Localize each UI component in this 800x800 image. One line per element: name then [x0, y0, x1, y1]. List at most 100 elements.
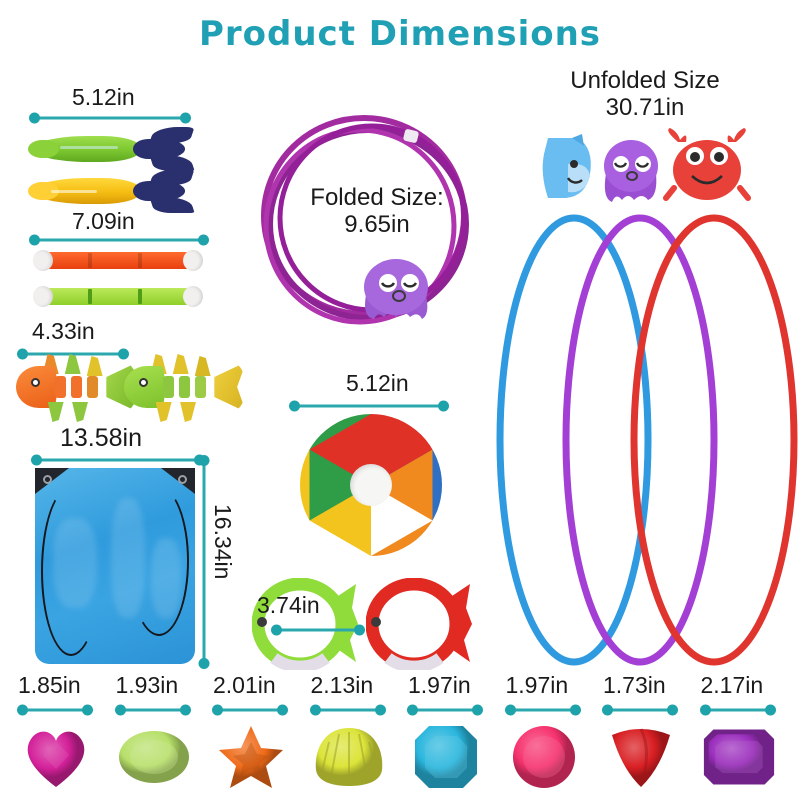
gem-dimension-label: 1.93in — [115, 672, 179, 698]
fish-dorsal-fin — [172, 354, 189, 374]
stick-end-right — [183, 286, 203, 307]
red-triangle-gem — [604, 722, 678, 792]
bag-height-label: 16.34in — [210, 504, 236, 580]
ruler-endpoint-left — [407, 704, 418, 716]
fish-ventral-fin — [72, 402, 88, 422]
fish-segment — [70, 376, 82, 398]
ruler-endpoint-right — [82, 704, 93, 716]
ruler-endpoint-left — [212, 704, 223, 716]
ruler-endpoint-left — [17, 704, 28, 716]
gem-dimension-ruler — [602, 704, 678, 716]
ruler-bar — [18, 708, 92, 712]
fish-dimension-ruler — [17, 348, 129, 360]
fish-tail — [214, 362, 246, 412]
fish-head — [124, 366, 166, 408]
bag-width-label: 13.58in — [60, 424, 143, 452]
torpedo-dimension-label: 5.12in — [72, 84, 135, 110]
torpedo-marking — [60, 146, 119, 149]
ruler-bar — [202, 456, 206, 668]
ruler-endpoint-right — [198, 234, 209, 246]
red-ring-svg — [365, 577, 472, 673]
ruler-endpoint-left — [29, 234, 40, 246]
ruler-endpoint-right — [180, 112, 191, 124]
torpedo-rear — [133, 139, 185, 159]
gem-dimension-label: 2.13in — [310, 672, 374, 698]
gem-dimension-label: 2.01in — [213, 672, 276, 698]
ball-hub — [349, 463, 393, 507]
bag-height-ruler — [198, 455, 210, 669]
ring-dimension-label: 3.74in — [257, 592, 320, 618]
magenta-heart-gem — [19, 722, 93, 792]
ruler-bar — [603, 708, 677, 712]
torpedo-nose — [28, 181, 59, 201]
ruler-endpoint-right — [764, 704, 776, 716]
inflatable-beach-ball — [300, 414, 442, 556]
gem-dimension-ruler — [114, 704, 191, 716]
red-fish-dive-ring — [365, 577, 474, 673]
fish-ventral-fin — [47, 402, 64, 422]
green-dive-stick — [33, 286, 203, 307]
octopus-clip — [358, 255, 434, 325]
ring-dimension-ruler — [271, 624, 365, 636]
ruler-bar — [408, 708, 482, 712]
ruler-bar — [30, 116, 190, 120]
ruler-endpoint-top — [198, 455, 210, 466]
ruler-endpoint-left — [504, 704, 516, 716]
unfolded-size-label: Unfolded Size 30.71in — [570, 67, 720, 121]
fish-dimension-label: 4.33in — [32, 318, 95, 344]
stick-end-left — [33, 286, 53, 307]
dolphin-clip-svg — [542, 134, 591, 198]
torpedo-fin-upper — [149, 169, 194, 185]
ruler-bar — [213, 708, 287, 712]
ruler-endpoint-left — [29, 112, 40, 124]
stick-segment — [138, 253, 142, 268]
fish-segment — [163, 376, 174, 398]
ruler-bar — [30, 238, 208, 242]
green-segmented-fish — [124, 354, 246, 422]
yellow-shell-gem — [312, 722, 386, 792]
octopus-hoop-clip — [600, 136, 664, 206]
ruler-endpoint-right — [667, 704, 678, 716]
fish-segment — [194, 376, 206, 398]
ruler-endpoint-left — [309, 704, 321, 716]
cyan-square-gem — [409, 722, 483, 792]
ruler-endpoint-left — [271, 624, 282, 636]
ruler-endpoint-right — [438, 400, 449, 412]
stick-end-left — [33, 250, 53, 271]
ruler-endpoint-right — [569, 704, 581, 716]
octopus-hoop-svg — [604, 140, 658, 202]
ruler-endpoint-left — [699, 704, 711, 716]
green-fish-dive-ring — [251, 577, 360, 673]
pink-round-gem — [507, 722, 581, 792]
gem-dimension-label: 1.97in — [505, 672, 569, 698]
ruler-endpoint-left — [289, 400, 300, 412]
fish-segment — [55, 376, 66, 398]
ruler-endpoint-left — [602, 704, 613, 716]
fish-dorsal-fin — [194, 356, 211, 376]
orange-dive-stick — [33, 250, 203, 271]
ruler-bar — [115, 708, 190, 712]
fish-dorsal-fin — [64, 354, 81, 374]
gem-dimension-ruler — [17, 704, 93, 716]
stick-segment — [138, 289, 142, 304]
torpedo-fin-lower — [149, 197, 194, 213]
folded-hoop-svg — [261, 115, 469, 325]
octopus-clip-svg — [364, 259, 428, 319]
ruler-endpoint-right — [354, 624, 365, 636]
ruler-bar — [290, 404, 448, 408]
green-oval-gem — [117, 722, 191, 792]
yellow-torpedo-toy — [28, 169, 194, 213]
ruler-endpoint-left — [31, 454, 42, 466]
ruler-endpoint-right — [179, 704, 191, 716]
ruler-endpoint-right — [277, 704, 288, 716]
hoops-svg — [496, 214, 798, 666]
ball-dimension-label: 5.12in — [346, 370, 409, 396]
gem-dimension-ruler — [309, 704, 386, 716]
dolphin-hoop-clip — [538, 134, 598, 202]
ball-dimension-ruler — [289, 400, 449, 412]
ruler-bar — [272, 628, 364, 632]
crab-clip-svg — [663, 128, 751, 201]
bag-drawstring-left — [41, 486, 101, 656]
folded-hoop-coil — [256, 108, 478, 334]
torpedo-teeth-marking — [51, 190, 97, 193]
